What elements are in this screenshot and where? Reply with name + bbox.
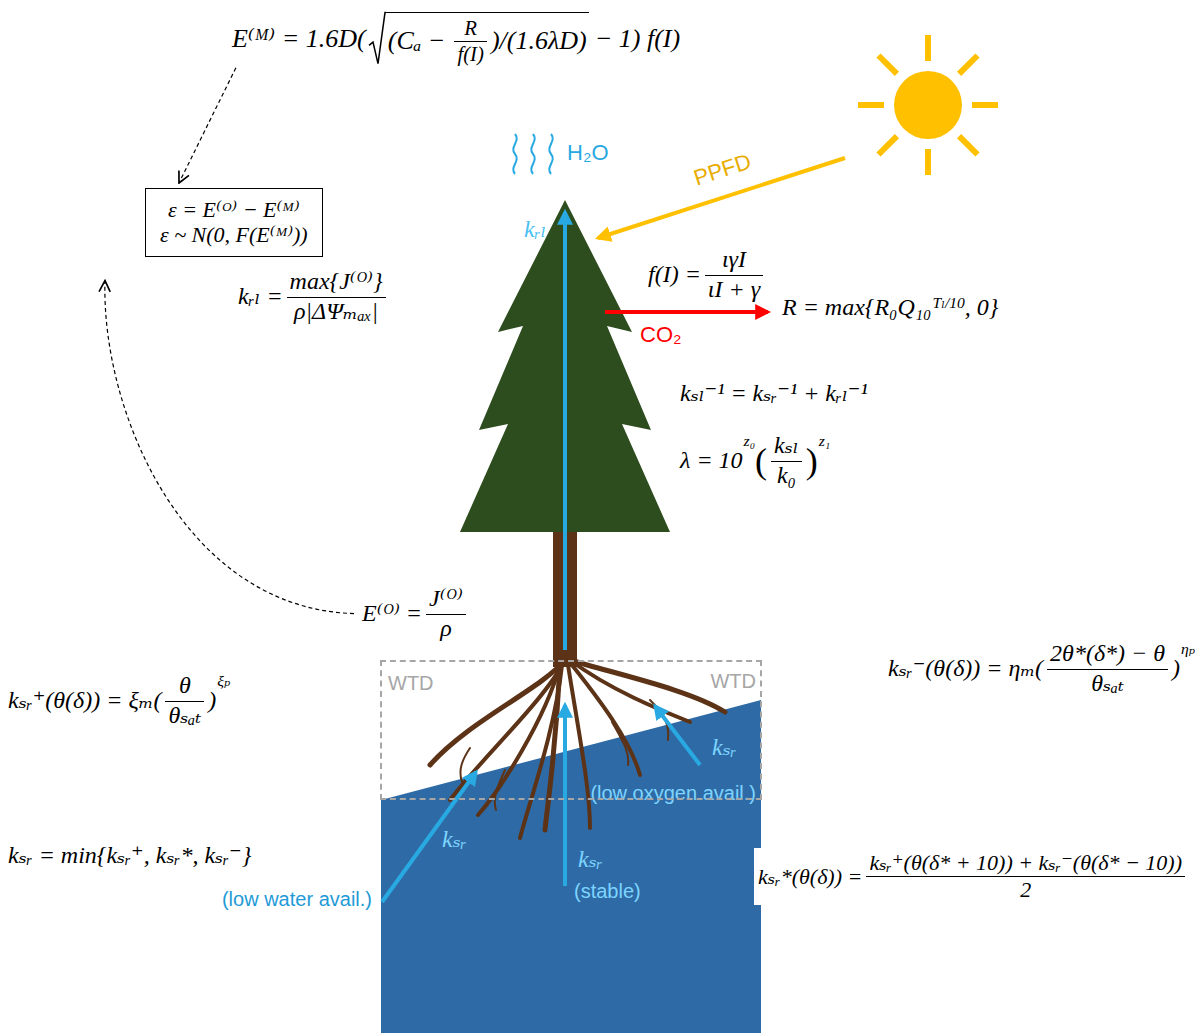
radicand: (Cₐ − Rf(I))/(1.6λD) [386, 12, 589, 66]
denominator: θₛₐₜ [165, 702, 204, 730]
equation-term: kₛᵣ⁻(θ(δ)) = ηₘ( [888, 655, 1043, 683]
numerator: max{J⁽ᴼ⁾} [287, 268, 386, 298]
equation: kᵣₗ =max{J⁽ᴼ⁾}ρ|ΔΨₘₐₓ| [238, 268, 390, 325]
equation-term: ( [755, 443, 767, 479]
numerator: ιγI [705, 246, 763, 276]
denominator: ιI + γ [705, 276, 763, 304]
molecule-label: CO₂ [640, 322, 682, 347]
condition-label: (stable) [574, 880, 641, 903]
equation-term: (Cₐ − [388, 26, 446, 56]
equation-term: ) [1172, 655, 1180, 683]
fraction: kₛᵣ⁺(θ(δ* + 10)) + kₛᵣ⁻(θ(δ* − 10))2 [866, 850, 1185, 903]
radical-stroke [369, 13, 386, 64]
condition-label: (low oxygen avail.) [590, 782, 756, 805]
water-table [381, 700, 761, 1033]
numerator: 2θ*(δ*) − θ [1047, 640, 1168, 670]
equation: kₛₗ⁻¹ = kₛᵣ⁻¹ + kᵣₗ⁻¹ [680, 380, 868, 408]
denominator: f(I) [454, 42, 487, 66]
equation-term: − 1) f(I) [595, 24, 680, 54]
exponent: ξₚ [217, 672, 230, 690]
exponent: z₀ [744, 432, 756, 450]
equation-term: )/(1.6λD) [491, 26, 587, 56]
equation: kₛᵣ⁺(θ(δ)) = ξₘ(θθₛₐₜ)ξₚ [8, 672, 230, 729]
denominator: 2 [866, 877, 1185, 902]
equation: kₛᵣ = min{kₛᵣ⁺, kₛᵣ*, kₛᵣ⁻} [8, 842, 251, 870]
dashed-leader [179, 68, 236, 183]
error-equation: ε ~ N(0, F(E⁽ᴹ⁾)) [160, 222, 308, 247]
equation-term: ) [806, 443, 818, 479]
numerator: J⁽ᴼ⁾ [426, 585, 466, 615]
equation: kₛᵣ⁻(θ(δ)) = ηₘ(2θ*(δ*) − θθₛₐₜ)ηₚ [888, 640, 1195, 697]
denominator: ρ [426, 615, 466, 643]
roots [430, 660, 725, 838]
numerator: θ [165, 672, 204, 702]
fraction: J⁽ᴼ⁾ρ [426, 585, 466, 642]
conductance-label: kₛᵣ [578, 846, 603, 874]
equation-term: R = max{R₀Q₁₀ [782, 294, 931, 322]
equation: λ = 10z₀(kₛₗk₀)z₁ [680, 432, 830, 489]
radical: (Cₐ − Rf(I))/(1.6λD) [368, 12, 589, 66]
numerator: kₛᵣ⁺(θ(δ* + 10)) + kₛᵣ⁻(θ(δ* − 10)) [866, 850, 1185, 877]
fraction: kₛₗk₀ [771, 432, 802, 489]
denominator: k₀ [771, 462, 802, 490]
radical-sign [368, 12, 386, 66]
vapour-waves [513, 134, 552, 174]
numerator: R [454, 16, 487, 42]
flux-label: PPFD [690, 149, 754, 191]
equation: E⁽ᴼ⁾ =J⁽ᴼ⁾ρ [362, 585, 470, 642]
fraction: θθₛₐₜ [165, 672, 204, 729]
exponent: Tₗ/10 [932, 294, 964, 312]
xylem-arrow [563, 212, 567, 650]
error-equation: ε = E⁽ᴼ⁾ − E⁽ᴹ⁾ [160, 197, 308, 222]
respiration-arrow [605, 310, 768, 314]
equation: kₛᵣ*(θ(δ)) =kₛᵣ⁺(θ(δ* + 10)) + kₛᵣ⁻(θ(δ*… [754, 848, 1193, 905]
equation-term: ) [208, 687, 216, 715]
uptake-arrow [655, 706, 700, 765]
condition-label: (low water avail.) [222, 888, 372, 911]
denominator: ρ|ΔΨₘₐₓ| [287, 298, 386, 326]
sun [858, 35, 998, 175]
conductance-label: kₛᵣ [442, 826, 467, 854]
equation-term: E⁽ᴹ⁾ = 1.6D( [232, 24, 366, 54]
equation: f(I) =ιγIιI + γ [648, 246, 767, 303]
fraction: max{J⁽ᴼ⁾}ρ|ΔΨₘₐₓ| [287, 268, 386, 325]
wtd-label: WTD [388, 672, 434, 695]
conductance-label: kᵣₗ [524, 216, 546, 244]
fraction: 2θ*(δ*) − θθₛₐₜ [1047, 640, 1168, 697]
equation-term: kₛᵣ = min{kₛᵣ⁺, kₛᵣ*, kₛᵣ⁻} [8, 842, 251, 870]
conductance-label: kₛᵣ [712, 734, 737, 762]
equation-term: λ = 10 [680, 447, 743, 475]
numerator: kₛₗ [771, 432, 802, 462]
water-table-depth-region: WTD WTD [380, 660, 762, 800]
equation-term: f(I) = [648, 261, 701, 289]
uptake-arrow [382, 772, 476, 902]
molecule-label: H₂O [567, 140, 609, 165]
uptake-arrow [563, 705, 567, 886]
equation-term: kₛₗ⁻¹ = kₛᵣ⁻¹ + kᵣₗ⁻¹ [680, 380, 868, 408]
error-box: ε = E⁽ᴼ⁾ − E⁽ᴹ⁾ε ~ N(0, F(E⁽ᴹ⁾)) [145, 188, 323, 257]
denominator: θₛₐₜ [1047, 670, 1168, 698]
equation-term: kᵣₗ = [238, 283, 283, 311]
dashed-leader [105, 281, 354, 614]
fraction: Rf(I) [454, 16, 487, 66]
fraction: ιγIιI + γ [705, 246, 763, 303]
equation-term: , 0} [965, 294, 999, 322]
equation-term: kₛᵣ⁺(θ(δ)) = ξₘ( [8, 687, 161, 715]
equation: R = max{R₀Q₁₀Tₗ/10, 0} [782, 294, 998, 322]
exponent: ηₚ [1181, 640, 1195, 658]
exponent: z₁ [819, 432, 831, 450]
equation-term: kₛᵣ*(θ(δ)) = [758, 864, 862, 889]
equation-term: E⁽ᴼ⁾ = [362, 600, 422, 628]
equation: E⁽ᴹ⁾ = 1.6D( (Cₐ − Rf(I))/(1.6λD) − 1) f(I) [232, 12, 680, 66]
wtd-label: WTD [710, 670, 756, 693]
